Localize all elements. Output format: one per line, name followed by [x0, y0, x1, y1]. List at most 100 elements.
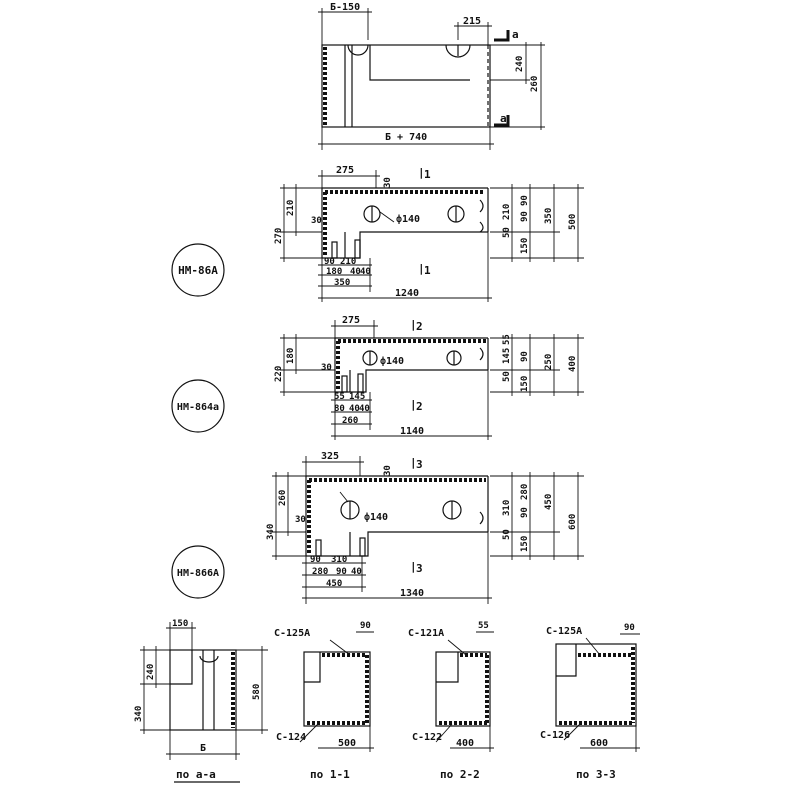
top-dim: 55 [478, 621, 489, 631]
section-label: по 3-3 [576, 768, 616, 781]
dim-b-total: 350 [334, 278, 350, 288]
dim-580: 580 [252, 684, 262, 700]
dim-240-label: 240 [515, 56, 525, 72]
dim-270: 270 [274, 228, 284, 244]
anchor [359, 537, 366, 557]
rebar-bottom-label: С-124 [276, 732, 306, 743]
inner-edge [322, 231, 488, 259]
cut-number: 2 [416, 400, 423, 413]
leader [379, 211, 395, 223]
section-2-2: С-121А 55 С-122 400 по 2-2 [408, 621, 494, 781]
anchor [341, 375, 348, 393]
dim-r280: 280 [520, 484, 530, 500]
section-mark-arrow [494, 30, 510, 42]
dim-220: 220 [274, 366, 284, 382]
inner-edge [304, 652, 321, 683]
mark-3-badge: НМ-866А [171, 545, 225, 599]
section-1-1: С-125А 90 С-124 500 по 1-1 [274, 621, 374, 781]
hole-label: ф140 [396, 213, 420, 225]
cut-number: 3 [416, 458, 423, 471]
dim-30-side: 30 [311, 216, 322, 226]
cut-number: 2 [416, 320, 423, 333]
leader [299, 723, 319, 743]
dim-340: 340 [266, 524, 276, 540]
cut-mark: | [410, 398, 417, 411]
leader [585, 637, 601, 656]
dim-b3: 80 [334, 404, 345, 414]
dim-b1: 90 [324, 257, 335, 267]
dim-b4: 40 [349, 404, 360, 414]
cut-mark: | [410, 318, 417, 331]
rebar-top-label: С-125А [546, 626, 582, 637]
end-notch [479, 199, 484, 233]
dim-275: 275 [342, 315, 360, 326]
cut-mark: | [410, 560, 417, 573]
dim-240: 240 [146, 664, 156, 680]
dim-260: 260 [278, 490, 288, 506]
badge-label: НМ-86А [178, 264, 218, 277]
mark-1-elevation: НМ-86А ф140 275 30 | 1 | 1 270 210 [171, 165, 584, 302]
dim-325: 325 [321, 451, 339, 462]
section-mark-a: а [500, 112, 507, 125]
anchor [357, 373, 364, 393]
leader [339, 491, 349, 503]
plan-outline [321, 44, 491, 128]
end-notch [479, 347, 484, 361]
dim-r55: 55 [502, 334, 512, 345]
dim-b3: 180 [326, 267, 342, 277]
badge-label: НМ-864а [177, 402, 219, 413]
dim-b5: 40 [359, 404, 370, 414]
cut-mark: | [418, 166, 425, 179]
mark-2-badge: НМ-864а [171, 379, 225, 433]
dim-30-side: 30 [321, 363, 332, 373]
section-label: по а-а [176, 768, 216, 781]
dim-r250: 250 [544, 354, 554, 370]
section-3-3: С-125А 90 С-126 600 по 3-3 [540, 623, 640, 781]
outline [305, 475, 488, 556]
dim-r150: 150 [520, 536, 530, 552]
section-outline [435, 651, 491, 727]
section-label: по 1-1 [310, 768, 350, 781]
dim-b4: 90 [336, 567, 347, 577]
mark-1-badge: НМ-86А [171, 243, 225, 297]
rebar-bottom-label: С-122 [412, 732, 442, 743]
hole-label: ф140 [380, 355, 404, 367]
inner-edge [170, 650, 193, 685]
dim-b1: 90 [310, 555, 321, 565]
dim-r310: 310 [502, 500, 512, 516]
dim-b3: 280 [312, 567, 328, 577]
dim-total-length: 1340 [400, 588, 424, 599]
cut-number: 1 [424, 264, 431, 277]
dim-b150-label: Б-150 [330, 2, 360, 13]
plan-inner-edge [369, 45, 470, 81]
dim-r50: 50 [502, 227, 512, 238]
dim-total-length: 1140 [400, 426, 424, 437]
dim-210: 210 [286, 200, 296, 216]
dim-b2: 210 [340, 257, 356, 267]
dim-r90: 90 [520, 351, 530, 362]
dim-r600: 600 [568, 514, 578, 530]
anchor [354, 239, 361, 259]
rebar-top-label: С-121А [408, 628, 444, 639]
dim-150: 150 [172, 619, 188, 629]
dim-30-side: 30 [295, 515, 306, 525]
width-dim: 500 [338, 738, 356, 749]
dim-b1: 55 [334, 392, 345, 402]
plan-hole-arc [347, 44, 369, 56]
dim-r150: 150 [520, 238, 530, 254]
cut-number: 3 [416, 562, 423, 575]
badge-label: НМ-866А [177, 568, 219, 579]
mark-2-elevation: НМ-864а ф140 275 | 2 | 2 220 180 30 [171, 315, 584, 440]
rebar-bottom-label: С-126 [540, 730, 570, 741]
plan-view: Б-150 215 а а 240 260 Б + 740 [318, 2, 545, 150]
anchor [331, 241, 338, 259]
section-a-a: 150 340 240 580 Б по а-а [134, 619, 268, 783]
inner-edge [436, 652, 459, 683]
hole-label: ф140 [364, 511, 388, 523]
dim-r50: 50 [502, 371, 512, 382]
section-label: по 2-2 [440, 768, 480, 781]
dim-275: 275 [336, 165, 354, 176]
dim-180: 180 [286, 348, 296, 364]
dim-r90b: 90 [520, 211, 530, 222]
anchor [315, 539, 322, 557]
